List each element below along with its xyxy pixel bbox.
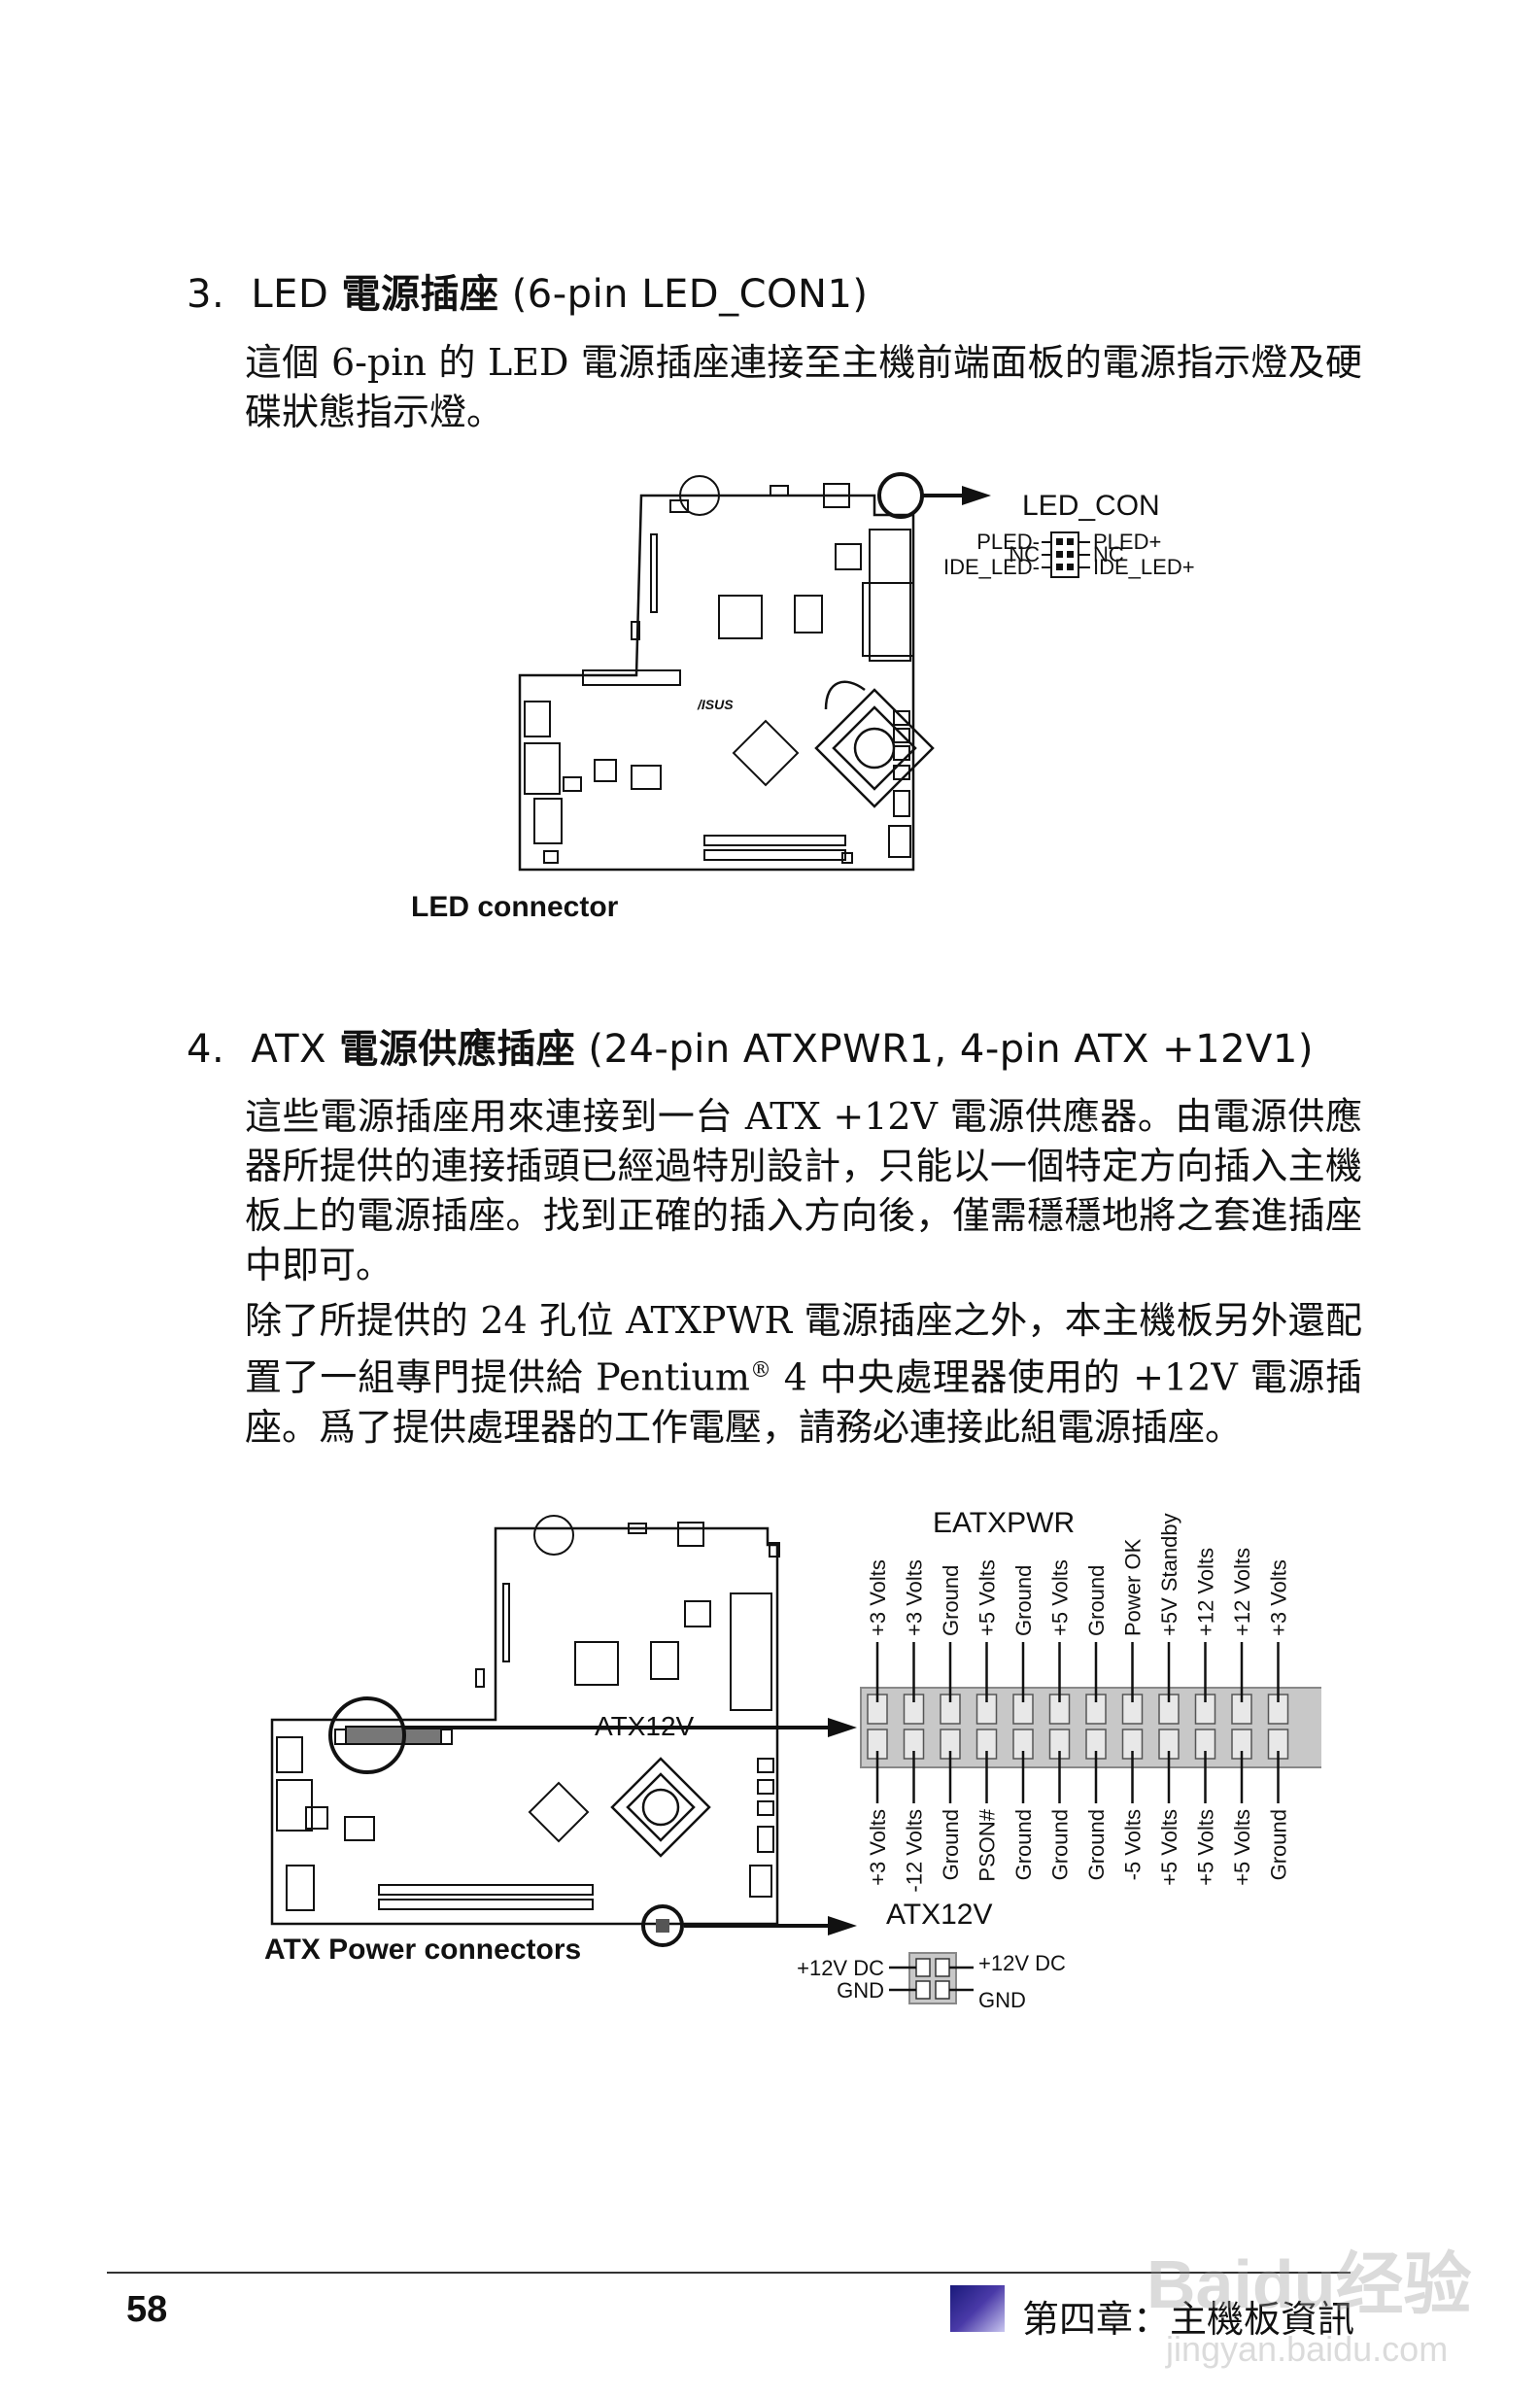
section-number: 3. (187, 272, 225, 317)
atxpwr-board-connector (345, 1726, 442, 1745)
eatx-top-label: +12 Volts (1230, 1548, 1254, 1636)
eatx-top-label: +3 Volts (1267, 1559, 1291, 1636)
section-number: 4. (187, 1027, 225, 1072)
pin-label-right: IDE_LED+ (1093, 555, 1195, 579)
pin-label-right: NC (1093, 542, 1124, 566)
eatx-bottom-label: Ground (1011, 1809, 1036, 1880)
section-4-paragraphs: 這些電源插座用來連接到一台 ATX +12V 電源供應器。由電源供應器所提供的連… (245, 1092, 1362, 1458)
eatx-bottom-label: Ground (1267, 1809, 1291, 1880)
paragraph-text-part: 4 中央處理器使用的 +12V 電源插座。爲了提供處理器的工作電壓，請務必連接此… (245, 1355, 1362, 1449)
section-4-title: 4. ATX 電源供應插座 (24-pin ATXPWR1, 4-pin ATX… (187, 1017, 1314, 1074)
eatx-bottom-label: Ground (939, 1809, 963, 1880)
eatx-bottom-label: Ground (1084, 1809, 1109, 1880)
eatx-bottom-label: Ground (1048, 1809, 1073, 1880)
pin-label-left: PLED- (976, 530, 1040, 554)
led-pin-header (1042, 531, 1090, 578)
atx12v-pin-label: +12V DC (978, 1951, 1066, 1975)
paragraph-text: 這個 6-pin 的 LED 電源插座連接至主機前端面板的電源指示燈及硬碟狀態指… (245, 341, 1362, 433)
chapter-title: 第四章：主機板資訊 (1022, 2298, 1355, 2341)
board-components (524, 475, 914, 864)
eatx-top-labels: +3 Volts +3 Volts Ground +5 Volts Ground +5 V… (866, 1513, 1291, 1636)
led-callout-arrow (923, 486, 991, 505)
eatx-top-label: +5V Standby (1157, 1513, 1181, 1636)
connector-title: LED_CON (1022, 490, 1160, 522)
eatx-top-label: +12 Volts (1194, 1548, 1218, 1636)
eatx-bottom-label: PSON# (975, 1808, 1000, 1881)
eatx-top-label: +3 Volts (903, 1559, 927, 1636)
pin-label-left: NC (1009, 542, 1040, 566)
eatx-bottom-labels: +3 Volts -12 Volts Ground PSON# Ground Ground… (866, 1808, 1291, 1892)
led-connector-diagram: /ISUS LED_CON PLED- NC IDE_LED- PLED+ NC… (518, 472, 1195, 872)
led-diagram-caption: LED connector (411, 891, 619, 923)
atx12v-title: ATX12V (886, 1899, 993, 1931)
section-title-note: (24-pin ATXPWR1, 4-pin ATX +12V1) (588, 1027, 1314, 1072)
eatx-bottom-label: +3 Volts (866, 1809, 890, 1886)
eatx-bottom-label: +5 Volts (1194, 1809, 1218, 1886)
highlight-circle (877, 472, 924, 519)
eatx-top-label: Power OK (1121, 1538, 1146, 1636)
baidu-watermark: Baidu经验 jingyan.baidu.com (1146, 2246, 1471, 2369)
eatx-top-label: +5 Volts (1048, 1559, 1073, 1636)
atx-diagram-caption: ATX Power connectors (264, 1934, 582, 1966)
eatx-top-label: +3 Volts (866, 1559, 890, 1636)
section-title-en: LED (251, 272, 329, 317)
atx12v-board-connector (656, 1919, 669, 1933)
watermark-brand: Baidu经验 (1146, 2246, 1471, 2322)
eatx-top-label: +5 Volts (975, 1559, 1000, 1636)
eatx-top-label: Ground (1011, 1565, 1036, 1636)
pin-label-right: PLED+ (1093, 530, 1161, 554)
section-title-en: ATX (251, 1027, 326, 1072)
board-logo: /ISUS (697, 697, 734, 712)
atx12v-pin-label: GND (978, 1988, 1026, 2012)
board-components (276, 1515, 780, 1911)
eatx-bottom-label: -5 Volts (1121, 1809, 1146, 1880)
eatx-bottom-label: +5 Volts (1230, 1809, 1254, 1886)
eatx-top-label: Ground (939, 1565, 963, 1636)
eatx-pins (867, 1642, 1289, 1803)
paragraph-text: 除了所提供的 24 孔位 ATXPWR 電源插座之外，本主機板另外還配置了一組專… (245, 1296, 1362, 1453)
eatx-top-label: Ground (1084, 1565, 1109, 1636)
eatx-bottom-label: -12 Volts (903, 1809, 927, 1893)
cpu-socket (610, 1757, 711, 1858)
eatx-title: EATXPWR (933, 1507, 1075, 1539)
section-title-note: (6-pin LED_CON1) (511, 272, 869, 317)
highlight-circle-eatx (328, 1696, 406, 1774)
motherboard-outline (518, 494, 915, 872)
page-number: 58 (126, 2289, 168, 2330)
paragraph-text-part: 除了所提供的 24 孔位 ATXPWR 電源插座之外，本主機板另外還配置了一組專… (245, 1299, 1362, 1399)
atx12v-pin-label: GND (837, 1978, 884, 2003)
atx12v-callout-arrow (684, 1916, 857, 1935)
section-3-paragraph: 這個 6-pin 的 LED 電源插座連接至主機前端面板的電源指示燈及硬碟狀態指… (245, 338, 1362, 443)
paragraph-text: 這些電源插座用來連接到一台 ATX +12V 電源供應器。由電源供應器所提供的連… (245, 1095, 1362, 1286)
section-3-title: 3. LED 電源插座 (6-pin LED_CON1) (187, 262, 869, 319)
cpu-socket (814, 680, 935, 808)
section-title-cn: 電源插座 (341, 272, 499, 317)
section-title-cn: 電源供應插座 (339, 1027, 576, 1072)
eatx-callout-arrow (404, 1718, 857, 1737)
footer-rule (107, 2272, 1351, 2274)
eatx-bottom-label: +5 Volts (1157, 1809, 1181, 1886)
highlight-circle-atx12v (641, 1904, 684, 1947)
registered-mark: ® (749, 1358, 771, 1383)
atx12v-connector (889, 1952, 974, 2004)
watermark-url: jingyan.baidu.com (1165, 2329, 1448, 2369)
atx12v-pin-label: +12V DC (797, 1956, 884, 1980)
pin-label-left: IDE_LED- (943, 555, 1040, 579)
chapter-mark-icon (950, 2285, 1005, 2332)
